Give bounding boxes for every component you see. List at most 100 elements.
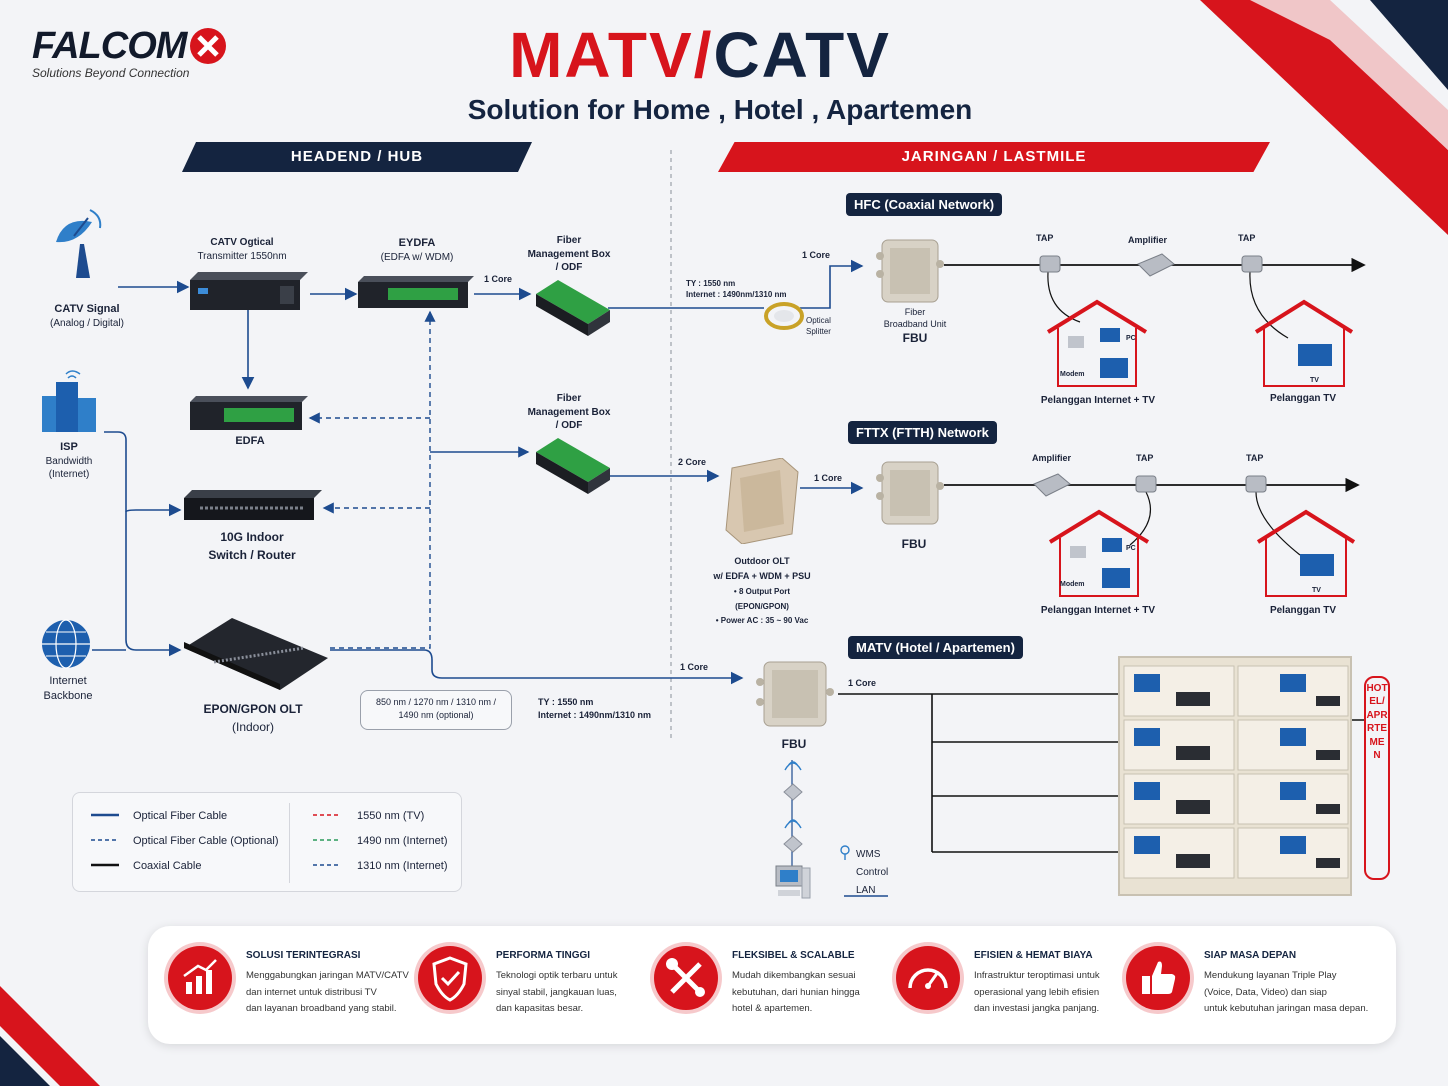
hfc-house-internet-tv [1046, 299, 1148, 387]
catv-signal-sub: (Analog / Digital) [50, 317, 124, 329]
splitter-label: Optical Splitter [806, 316, 831, 338]
wavelength-label-bottom: TY : 1550 nm Internet : 1490nm/1310 nm [538, 696, 651, 721]
odf2-line2: Management Box [527, 406, 611, 418]
features-strip: SOLUSI TERINTEGRASI Menggabungkan jaring… [148, 926, 1396, 1044]
corner-decoration-top-right [1200, 0, 1448, 235]
speedometer-icon [896, 946, 960, 1010]
vertical-text: HOTEL/APRRTEMEN [1366, 683, 1388, 762]
feature-text: Mendukung layanan Triple Play(Voice, Dat… [1204, 970, 1369, 1015]
lan-label: LAN [856, 885, 876, 896]
transmitter-line1: CATV Ogtical [210, 237, 274, 248]
falcon-x-icon [190, 28, 227, 64]
odf2-device [536, 438, 610, 494]
computer-icon [775, 865, 811, 899]
hfc-network-pill: HFC (Coaxial Network) [846, 193, 1003, 216]
brand-name: FALCOM [32, 24, 187, 67]
core-label-5: 1 Core [680, 662, 709, 672]
hfc-amplifier-icon [1137, 253, 1175, 277]
legend-divider [289, 803, 290, 883]
fttx-home2-label: Pelanggan TV [1269, 605, 1337, 616]
tools-icon [654, 946, 718, 1010]
wms-chain-icons [783, 761, 803, 853]
fbu-hfc-name: FBU [902, 331, 928, 346]
wms-signal-icon [840, 845, 850, 860]
odf1-line2: Management Box [527, 248, 611, 260]
fttx-tap1-icon [1135, 475, 1157, 493]
edfa-label: EDFA [235, 435, 265, 447]
hfc-tv-label: TV [1310, 377, 1319, 384]
matv-network-pill: MATV (Hotel / Apartemen) [848, 636, 1023, 659]
feature-title: SIAP MASA DEPAN [1204, 950, 1297, 961]
eydfa-label: EYDFA (EDFA w/ WDM) [362, 236, 472, 264]
odf1-line1: Fiber [556, 235, 582, 246]
hotel-rooms [1123, 665, 1349, 879]
fttx-tap2-label: TAP [1246, 453, 1264, 463]
connection-lines [92, 150, 1366, 897]
wl-bottom-1: TY : 1550 nm [538, 697, 594, 707]
core-label-3: 2 Core [678, 457, 707, 467]
fbu-hfc-device [876, 239, 944, 303]
fttx-tap2-icon [1245, 475, 1267, 493]
fbu-fttx-device [876, 461, 944, 525]
legend-item-1550: 1550 nm (TV) [357, 810, 425, 822]
brand-tagline: Solutions Beyond Connection [32, 66, 190, 80]
legend-item-fiber-optional: Optical Fiber Cable (Optional) [133, 835, 279, 847]
lastmile-banner: JARINGAN / LASTMILE [718, 142, 1270, 172]
outdoor-olt-bullet1b: (EPON/GPON) [735, 601, 789, 611]
legend-swatches-right [313, 814, 341, 866]
feature-title: FLEKSIBEL & SCALABLE [732, 950, 855, 961]
chart-growth-icon [168, 946, 232, 1010]
wl-box-2: 1490 nm (optional) [398, 709, 474, 720]
isp-sub2: (Internet) [48, 469, 90, 481]
fttx-amp-label: Amplifier [1032, 453, 1072, 463]
legend: Optical Fiber Cable Optical Fiber Cable … [72, 792, 462, 892]
internet-label-2: Backbone [43, 689, 93, 702]
odf1-label: Fiber Management Box / ODF [522, 234, 616, 275]
legend-swatches-left [91, 813, 119, 867]
odf2-line1: Fiber [556, 393, 582, 404]
eydfa-line2: (EDFA w/ WDM) [380, 251, 454, 263]
internet-backbone-label: Internet Backbone [28, 674, 108, 704]
switch-label: 10G Indoor Switch / Router [192, 528, 312, 564]
brand-logo: FALCOM Solutions Beyond Connection [32, 24, 230, 80]
page-title: MATV/CATV [430, 18, 970, 92]
globe-icon [42, 619, 90, 669]
odf2-line3: / ODF [555, 420, 583, 431]
headend-banner: HEADEND / HUB [182, 142, 532, 172]
olt-line2: (Indoor) [231, 720, 275, 734]
fttx-network-pill: FTTX (FTTH) Network [848, 421, 997, 444]
hotel-apartemen-vertical-label: HOTEL/APRRTEMEN [1364, 676, 1390, 880]
splitter-line1: Optical [806, 316, 831, 325]
isp-label: ISP Bandwidth (Internet) [30, 440, 108, 482]
hfc-tap1-icon [1039, 255, 1061, 273]
isp-sub1: Bandwidth [45, 455, 93, 467]
core-label-4: 1 Core [814, 473, 843, 483]
core-label-6: 1 Core [848, 678, 877, 688]
hfc-house-tv [1254, 299, 1354, 387]
transmitter-label: CATV Ogtical Transmitter 1550nm [180, 236, 304, 263]
outdoor-olt-device [725, 458, 799, 544]
thumbs-up-icon [1126, 946, 1190, 1010]
outdoor-olt-label: Outdoor OLT w/ EDFA + WDM + PSU • 8 Outp… [713, 556, 811, 626]
olt-line1: EPON/GPON OLT [203, 702, 303, 716]
hfc-amp-label: Amplifier [1128, 235, 1168, 245]
wms-label: WMS [856, 849, 881, 860]
fttx-house-tv [1256, 509, 1356, 597]
fttx-pc-label: PC [1126, 545, 1136, 552]
hfc-pc-label: PC [1126, 335, 1136, 342]
fttx-home1-label: Pelanggan Internet + TV [1040, 605, 1156, 616]
legend-item-fiber: Optical Fiber Cable [133, 810, 228, 822]
hfc-tap2-label: TAP [1238, 233, 1256, 243]
corner-decoration-bottom-left [0, 986, 100, 1086]
title-part-matv: MATV/ [509, 19, 714, 91]
catv-transmitter-device [190, 272, 308, 310]
edfa-device [190, 396, 308, 430]
wavelength-box: 850 nm / 1270 nm / 1310 nm / 1490 nm (op… [360, 690, 512, 730]
hotel-building [1118, 656, 1352, 896]
wl-bottom-2: Internet : 1490nm/1310 nm [538, 709, 652, 720]
title-part-catv: CATV [713, 19, 891, 91]
shield-check-icon [418, 946, 482, 1010]
